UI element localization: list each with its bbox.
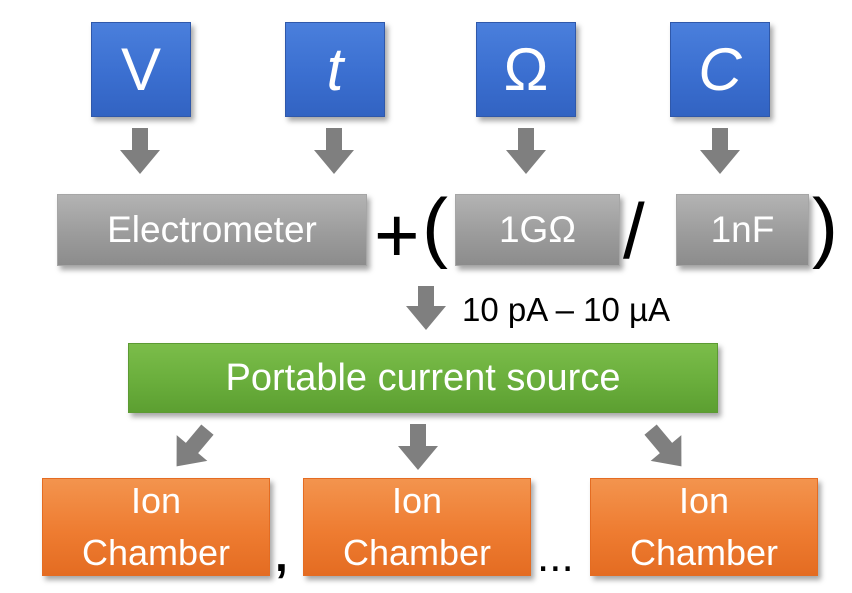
- input-box-t: t: [285, 22, 385, 117]
- input-label-omega: Ω: [503, 36, 549, 103]
- current-source-label: Portable current source: [225, 356, 621, 399]
- input-box-c: C: [670, 22, 770, 117]
- capacitor-label: 1nF: [710, 209, 775, 250]
- down-arrow-icon: [314, 128, 354, 174]
- down-arrow-icon: [120, 128, 160, 174]
- close-paren: ): [812, 182, 838, 270]
- slash-operator: /: [623, 187, 645, 275]
- input-label-t: t: [326, 36, 344, 103]
- resistor-box: 1GΩ: [455, 194, 620, 266]
- down-arrow-icon: [398, 424, 438, 470]
- input-label-v: V: [120, 36, 162, 103]
- down-arrow-icon: [406, 286, 446, 330]
- open-paren: (: [422, 182, 448, 270]
- ion-chamber-line2: Chamber: [342, 532, 492, 573]
- ion-chamber-line1: Ion: [391, 480, 443, 521]
- current-range-label: 10 pA – 10 µA: [462, 291, 671, 328]
- input-box-v: V: [91, 22, 191, 117]
- capacitor-box: 1nF: [676, 194, 809, 266]
- down-arrow-icon: [506, 128, 546, 174]
- ion-chamber-box: Ion Chamber: [42, 478, 270, 576]
- ion-chamber-line2: Chamber: [629, 532, 779, 573]
- comma-separator: ,: [275, 529, 288, 581]
- ion-chamber-line1: Ion: [130, 480, 182, 521]
- ion-chamber-box: Ion Chamber: [590, 478, 818, 576]
- electrometer-box: Electrometer: [57, 194, 367, 266]
- ion-chamber-box: Ion Chamber: [303, 478, 531, 576]
- ellipsis-separator: ...: [537, 532, 574, 581]
- electrometer-label: Electrometer: [107, 209, 317, 250]
- ion-chamber-line1: Ion: [678, 480, 730, 521]
- down-arrow-icon: [700, 128, 740, 174]
- ion-chamber-line2: Chamber: [81, 532, 231, 573]
- input-box-omega: Ω: [476, 22, 576, 117]
- plus-operator: +: [374, 191, 420, 279]
- down-left-arrow-icon: [176, 424, 214, 467]
- resistor-label: 1GΩ: [498, 209, 577, 250]
- current-source-box: Portable current source: [128, 343, 718, 413]
- input-label-c: C: [698, 36, 742, 103]
- down-right-arrow-icon: [644, 424, 682, 467]
